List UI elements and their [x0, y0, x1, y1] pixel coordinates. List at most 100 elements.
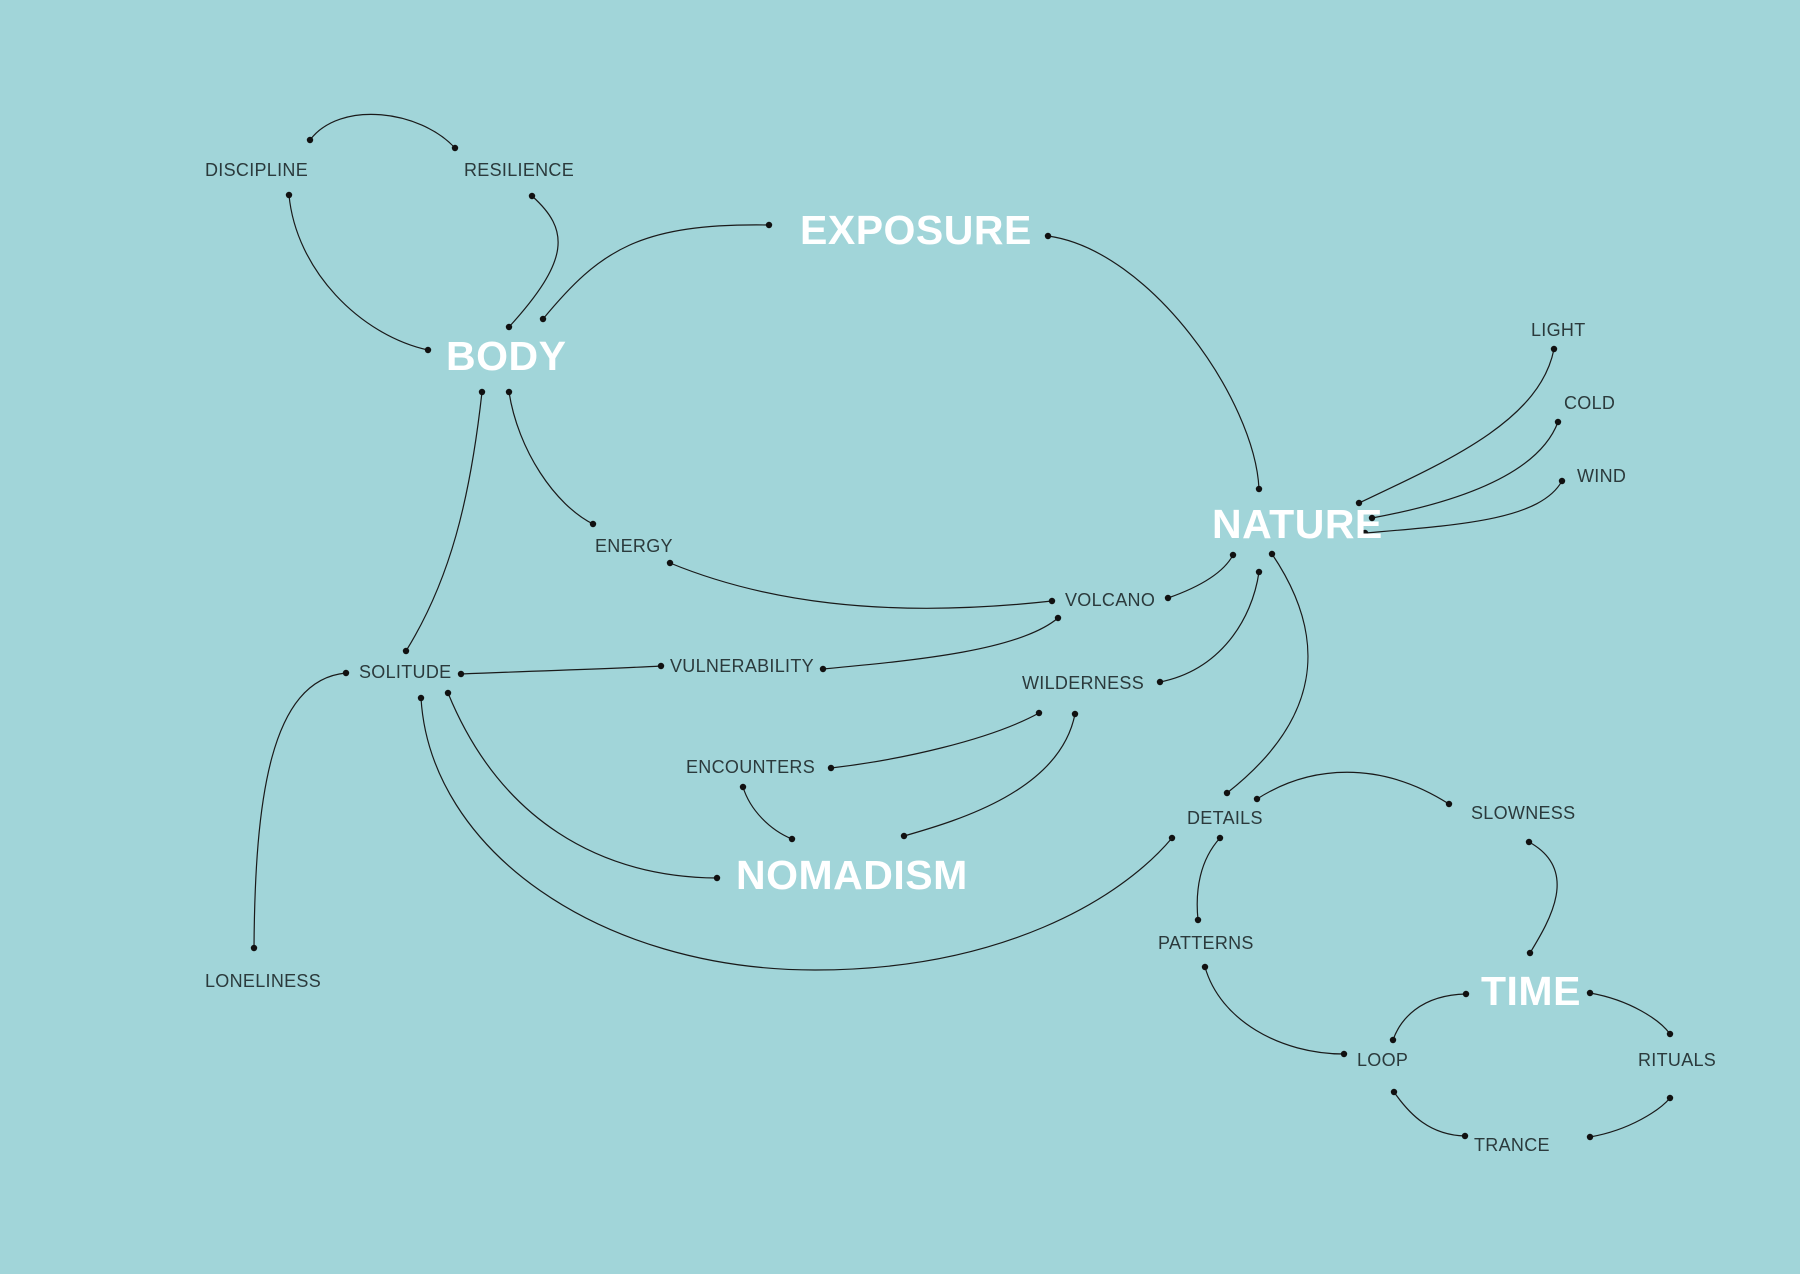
link-endpoint-dot	[1445, 800, 1453, 808]
link-endpoint-dot	[1255, 485, 1263, 493]
link-endpoint-dot	[1554, 418, 1562, 426]
node-loneliness: LONELINESS	[205, 971, 322, 991]
node-nature: NATURE	[1212, 501, 1383, 547]
node-time: TIME	[1481, 968, 1581, 1014]
link-solitude-loneliness	[253, 672, 347, 949]
link-solitude-details-tail	[814, 837, 1173, 971]
link-nature-wilderness	[1159, 571, 1260, 683]
link-endpoint-dot	[1361, 529, 1369, 537]
link-endpoint-dot	[250, 944, 258, 952]
link-endpoint-dot	[900, 832, 908, 840]
link-encounters-nomadism	[742, 786, 793, 840]
link-endpoint-dot	[1390, 1088, 1398, 1096]
link-endpoint-dot	[444, 689, 452, 697]
link-endpoint-dot	[666, 559, 674, 567]
link-endpoint-dot	[505, 323, 513, 331]
link-solitude-details	[420, 697, 816, 971]
link-endpoint-dot	[1255, 568, 1263, 576]
link-body-solitude	[405, 391, 483, 652]
link-energy-volcano	[669, 562, 1053, 609]
link-endpoint-dot	[402, 647, 410, 655]
link-endpoint-dot	[1558, 477, 1566, 485]
link-endpoint-dot	[1586, 989, 1594, 997]
link-endpoint-dot	[713, 874, 721, 882]
link-endpoint-dot	[1461, 1132, 1469, 1140]
node-light: LIGHT	[1531, 320, 1586, 340]
link-endpoint-dot	[1368, 514, 1376, 522]
node-wind: WIND	[1577, 466, 1627, 486]
link-endpoint-dot	[539, 315, 547, 323]
link-endpoint-dot	[1071, 710, 1079, 718]
link-discipline-resilience	[309, 113, 456, 149]
link-endpoint-dot	[1164, 594, 1172, 602]
node-exposure: EXPOSURE	[800, 207, 1032, 253]
link-endpoint-dot	[1035, 709, 1043, 717]
node-encounters: ENCOUNTERS	[686, 757, 816, 777]
link-endpoint-dot	[739, 783, 747, 791]
link-endpoint-dot	[478, 388, 486, 396]
link-patterns-loop	[1204, 966, 1345, 1055]
link-rituals-trance	[1589, 1097, 1671, 1138]
link-nature-details	[1226, 553, 1309, 794]
link-solitude-vulnerability	[460, 665, 662, 675]
link-endpoint-dot	[589, 520, 597, 528]
node-nomadism: NOMADISM	[736, 852, 968, 898]
link-endpoint-dot	[1054, 614, 1062, 622]
node-energy: ENERGY	[595, 536, 673, 556]
link-endpoint-dot	[528, 192, 536, 200]
link-discipline-body	[288, 194, 429, 351]
link-details-slowness	[1256, 771, 1450, 805]
link-endpoint-dot	[1666, 1094, 1674, 1102]
link-vulnerability-volcano	[822, 617, 1059, 670]
link-body-exposure	[542, 224, 770, 320]
link-endpoint-dot	[342, 669, 350, 677]
link-endpoint-dot	[788, 835, 796, 843]
link-endpoint-dot	[306, 136, 314, 144]
link-endpoint-dot	[1526, 949, 1534, 957]
link-endpoint-dot	[827, 764, 835, 772]
link-endpoint-dot	[1216, 834, 1224, 842]
node-rituals: RITUALS	[1638, 1050, 1717, 1070]
link-endpoint-dot	[1355, 499, 1363, 507]
link-solitude-nomadism	[447, 692, 718, 879]
link-endpoint-dot	[1044, 232, 1052, 240]
link-resilience-body	[508, 195, 559, 328]
node-details: DETAILS	[1187, 808, 1263, 828]
link-endpoint-dot	[1156, 678, 1164, 686]
link-endpoint-dot	[1194, 916, 1202, 924]
link-endpoint-dot	[1389, 1036, 1397, 1044]
link-endpoint-dot	[1586, 1133, 1594, 1141]
link-volcano-nature	[1167, 554, 1234, 599]
link-endpoint-dot	[1550, 345, 1558, 353]
link-endpoint-dot	[1268, 550, 1276, 558]
node-wilderness: WILDERNESS	[1022, 673, 1145, 693]
node-solitude: SOLITUDE	[359, 662, 452, 682]
link-slowness-time	[1528, 841, 1558, 954]
link-nature-light	[1358, 348, 1555, 504]
node-body: BODY	[446, 333, 567, 379]
link-body-energy	[508, 391, 594, 525]
link-endpoint-dot	[451, 144, 459, 152]
link-exposure-nature	[1047, 235, 1260, 490]
link-endpoint-dot	[1253, 795, 1261, 803]
link-endpoint-dot	[1201, 963, 1209, 971]
link-endpoint-dot	[1666, 1030, 1674, 1038]
link-endpoint-dot	[424, 346, 432, 354]
link-wilderness-nomadism	[903, 713, 1076, 837]
link-nature-wind	[1364, 480, 1563, 534]
node-vulnerability: VULNERABILITY	[670, 656, 814, 676]
link-endpoint-dot	[285, 191, 293, 199]
link-endpoint-dot	[765, 221, 773, 229]
link-loop-trance	[1393, 1091, 1466, 1137]
link-endpoint-dot	[1048, 597, 1056, 605]
link-endpoint-dot	[1229, 551, 1237, 559]
link-endpoint-dot	[1462, 990, 1470, 998]
link-endpoint-dot	[1340, 1050, 1348, 1058]
node-trance: TRANCE	[1474, 1135, 1550, 1155]
link-time-rituals	[1589, 992, 1671, 1035]
link-endpoint-dot	[1223, 789, 1231, 797]
link-nature-cold	[1371, 421, 1559, 519]
node-discipline: DISCIPLINE	[205, 160, 309, 180]
